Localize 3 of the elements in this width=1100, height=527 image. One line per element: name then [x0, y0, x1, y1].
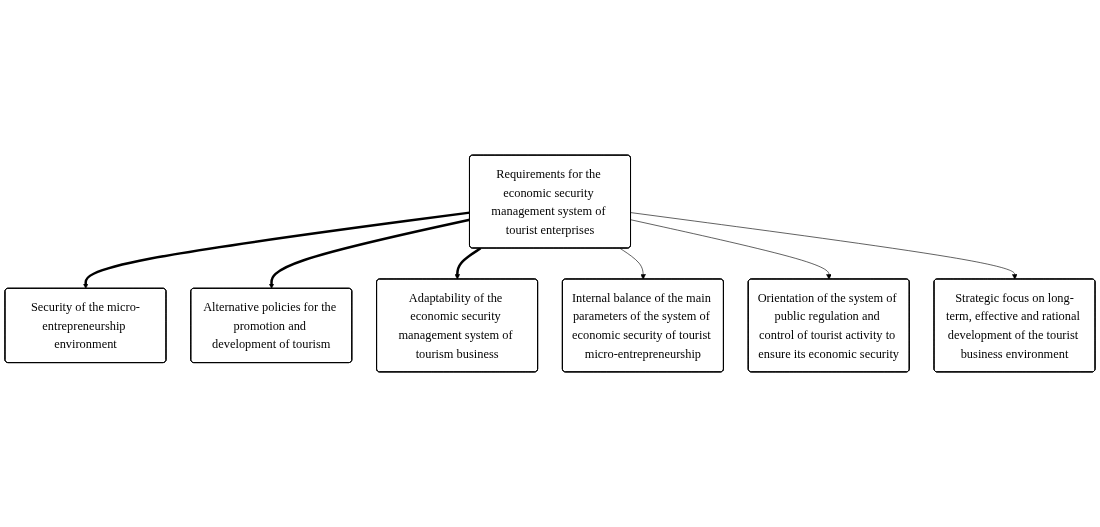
arrow — [454, 247, 482, 280]
arrow — [268, 218, 471, 289]
arrow — [83, 211, 470, 289]
